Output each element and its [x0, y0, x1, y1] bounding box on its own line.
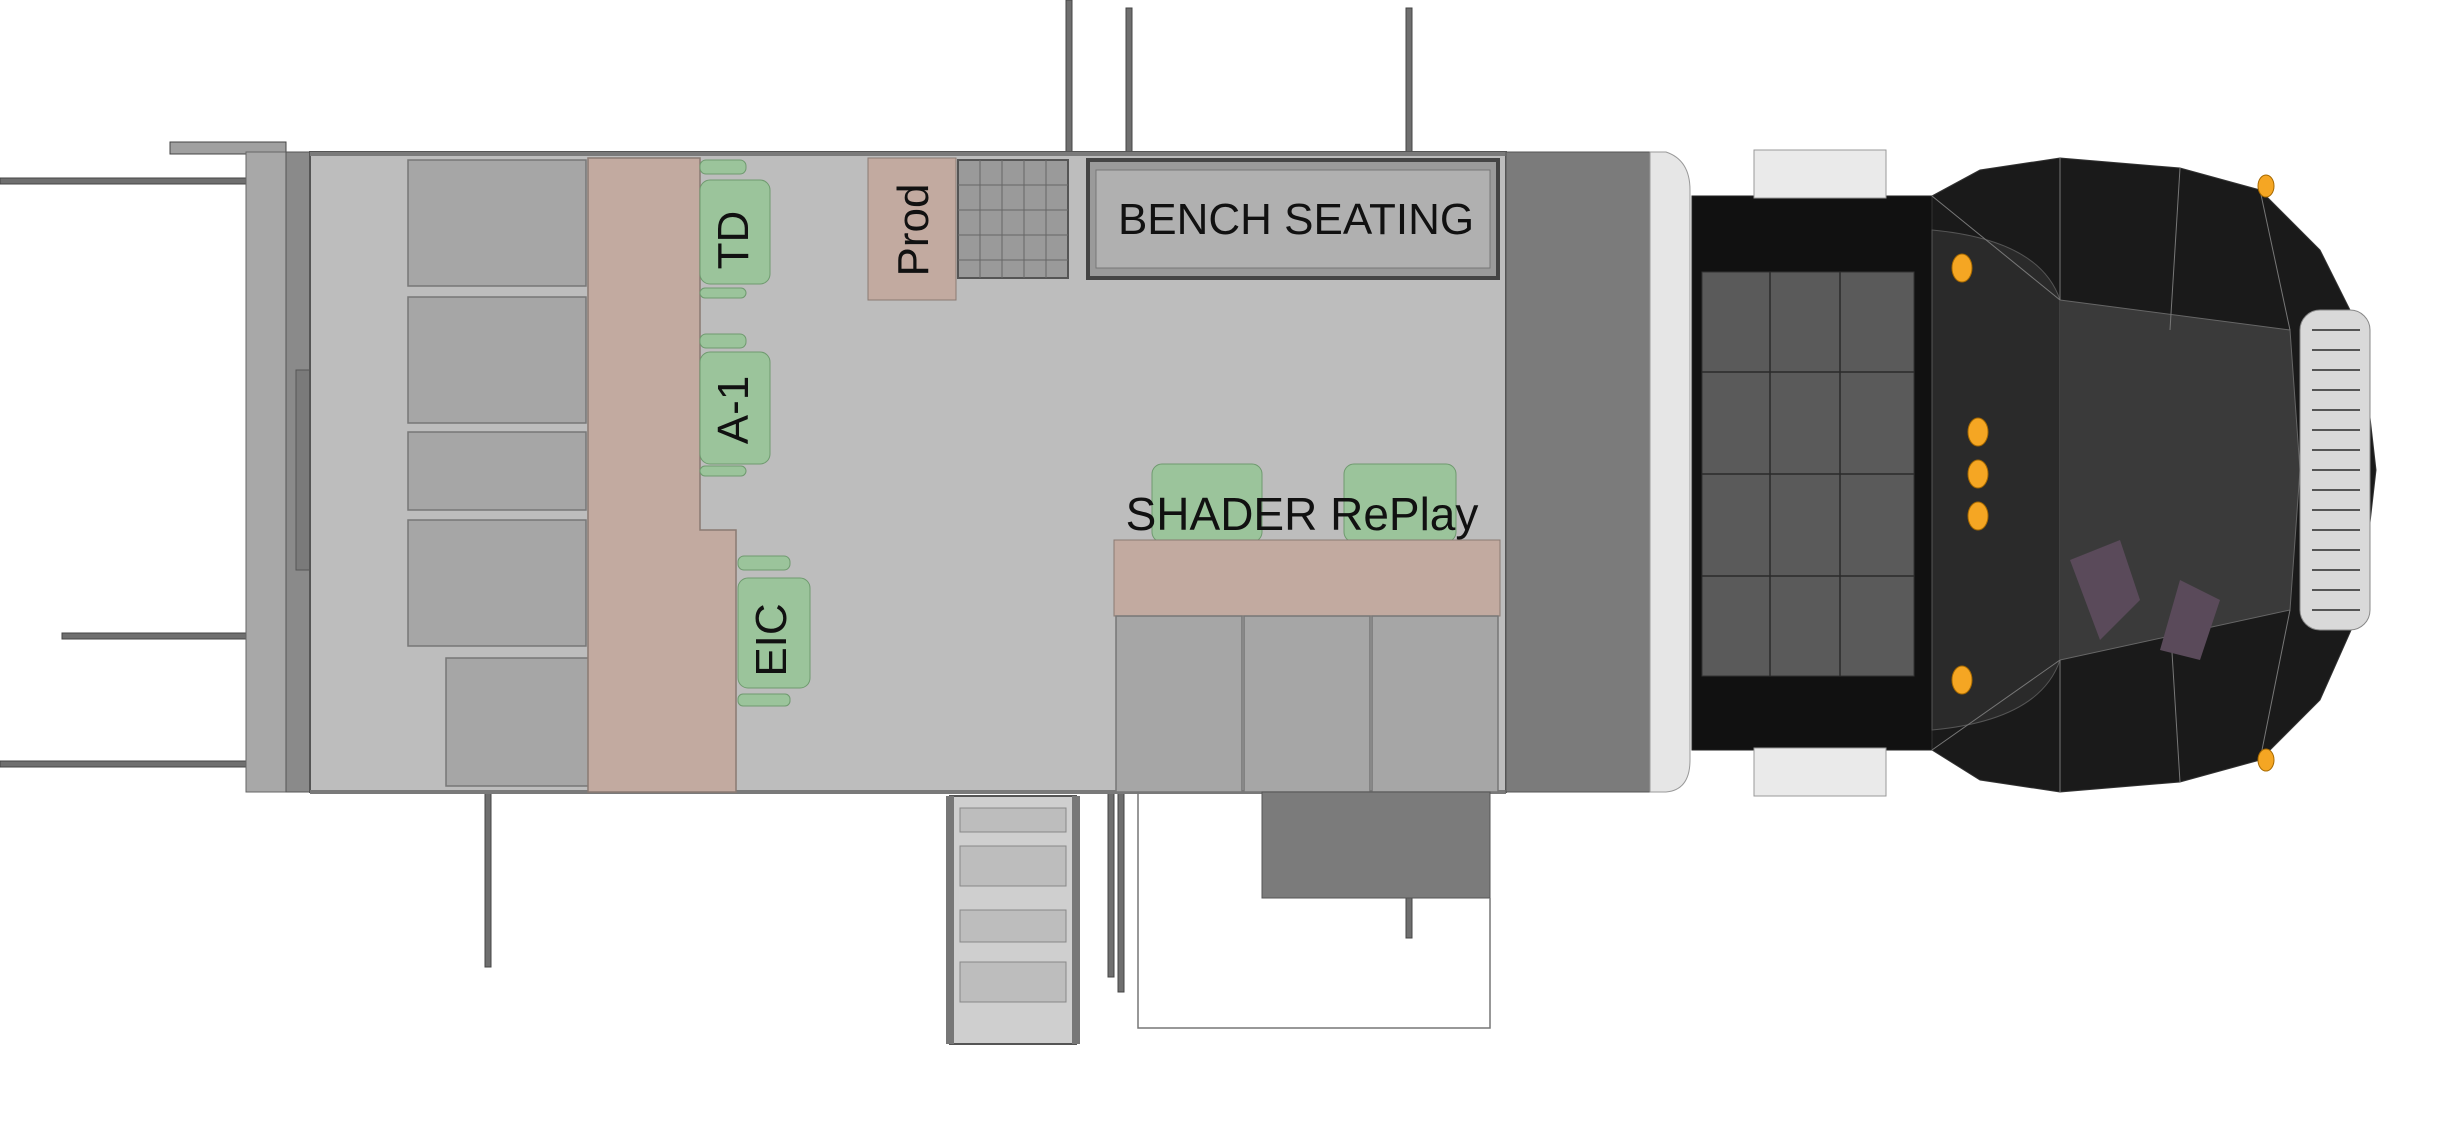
stabilizer-poles [0, 0, 1413, 993]
bench-seating [1086, 158, 1500, 280]
bulkhead-cap [1649, 151, 1691, 793]
tractor-cab [1691, 149, 2377, 797]
chair-a1 [699, 333, 771, 477]
label-td: TD [709, 211, 758, 270]
label-prod: Prod [889, 184, 938, 277]
front-counter [1113, 539, 1501, 617]
rear-equipment-racks [407, 159, 623, 787]
storage-grid [957, 159, 1069, 279]
side-awning [1261, 791, 1491, 899]
trailer-top-edge [310, 152, 1506, 156]
chair-eic [737, 555, 811, 707]
awning-outline [1137, 792, 1491, 1029]
label-eic: EIC [747, 603, 796, 676]
production-counter [587, 157, 737, 793]
chair-td [699, 159, 771, 299]
cab-amber-lights [1951, 174, 2275, 772]
rear-tailgate [245, 151, 311, 793]
label-a1: A-1 [709, 376, 758, 444]
entry-stairs [946, 795, 1080, 1045]
front-equipment-racks [1115, 615, 1499, 793]
label-shader-replay: SHADER RePlay [1126, 488, 1479, 540]
trailer-bottom-edge [310, 790, 1506, 794]
prod-desk [867, 157, 957, 301]
label-bench-seating: BENCH SEATING [1118, 195, 1474, 244]
front-bulkhead [1505, 151, 1651, 793]
